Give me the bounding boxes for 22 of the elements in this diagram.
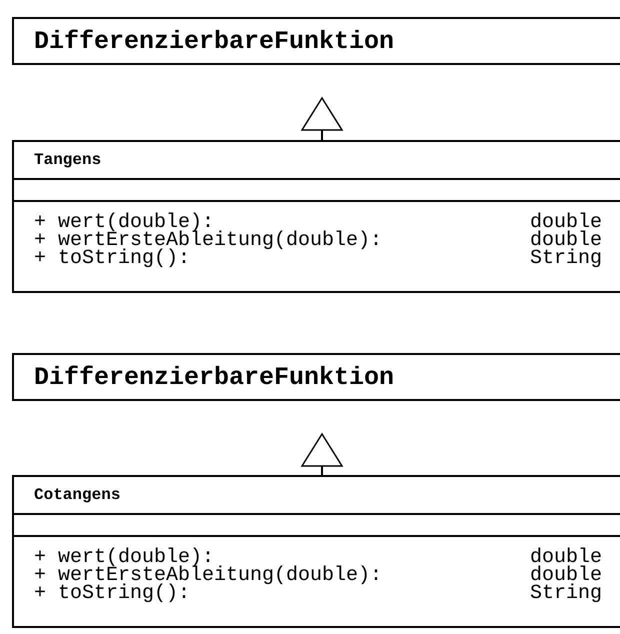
method-signature: + toString(): [34, 250, 190, 268]
method-signature: + toString(): [34, 585, 190, 603]
interface-box [12, 353, 620, 401]
class-box [12, 140, 620, 293]
interface-name: DifferenzierbareFunktion [34, 362, 394, 392]
return-type: String [530, 585, 604, 603]
return-type: double [530, 232, 604, 250]
class-name: Tangens [34, 151, 102, 169]
method-signature: + wert(double): [34, 214, 214, 232]
method-signature: + wertErsteAbleitung(double): [34, 232, 384, 250]
interface-box [12, 17, 620, 65]
inheritance-arrow [301, 97, 343, 140]
return-type: double [530, 549, 604, 567]
method-signature: + wertErsteAbleitung(double): [34, 567, 384, 585]
return-type: String [530, 250, 604, 268]
class-box [12, 475, 620, 628]
method-signature: + wert(double): [34, 549, 214, 567]
class-name: Cotangens [34, 486, 120, 504]
inheritance-arrow [301, 433, 343, 475]
return-type: double [530, 567, 604, 585]
return-type: double [530, 214, 604, 232]
interface-name: DifferenzierbareFunktion [34, 26, 394, 56]
